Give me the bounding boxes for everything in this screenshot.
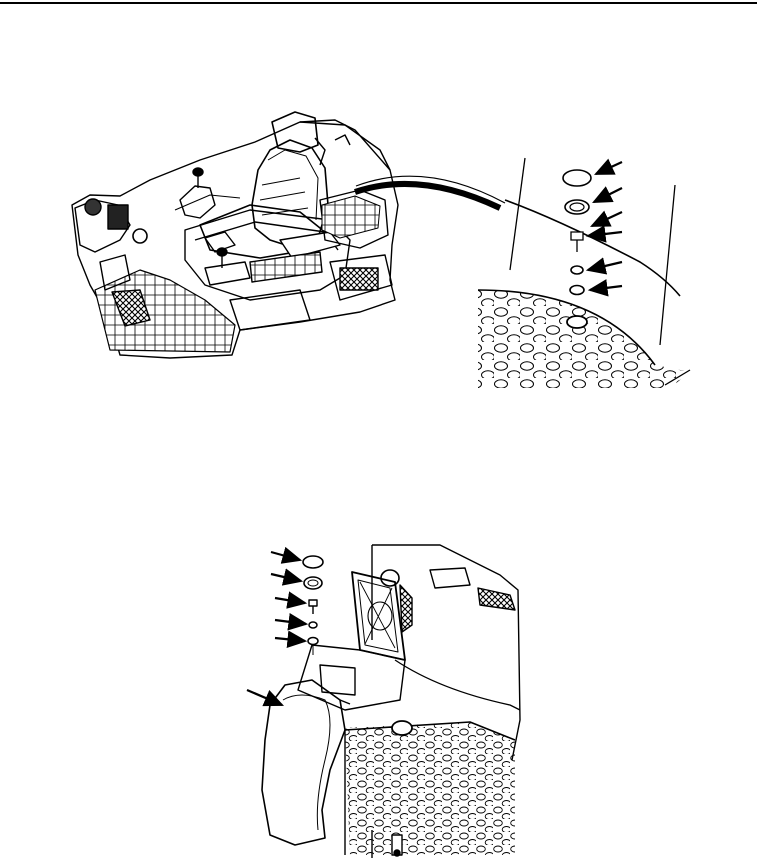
seat-assembly-view <box>71 111 506 359</box>
callout-arrow <box>585 257 623 275</box>
callout-arrow <box>270 568 304 586</box>
callout-arrow <box>590 210 623 227</box>
callout-arrow <box>270 546 303 564</box>
bolt-part <box>570 231 584 252</box>
callout-arrow <box>594 158 623 175</box>
callout-arrow <box>274 591 308 609</box>
page-top-rule <box>0 2 757 4</box>
callout-arrow <box>274 630 308 649</box>
callout-arrow <box>587 279 623 297</box>
callout-arrow <box>592 186 623 203</box>
callout-arrows-bottom <box>246 546 309 707</box>
callout-arrows-top <box>585 158 623 297</box>
console-armrest-view <box>261 544 521 858</box>
detail-callout-view <box>477 157 691 388</box>
callout-arrow <box>585 225 623 243</box>
callout-arrow <box>246 688 285 707</box>
callout-arrow <box>274 613 309 631</box>
